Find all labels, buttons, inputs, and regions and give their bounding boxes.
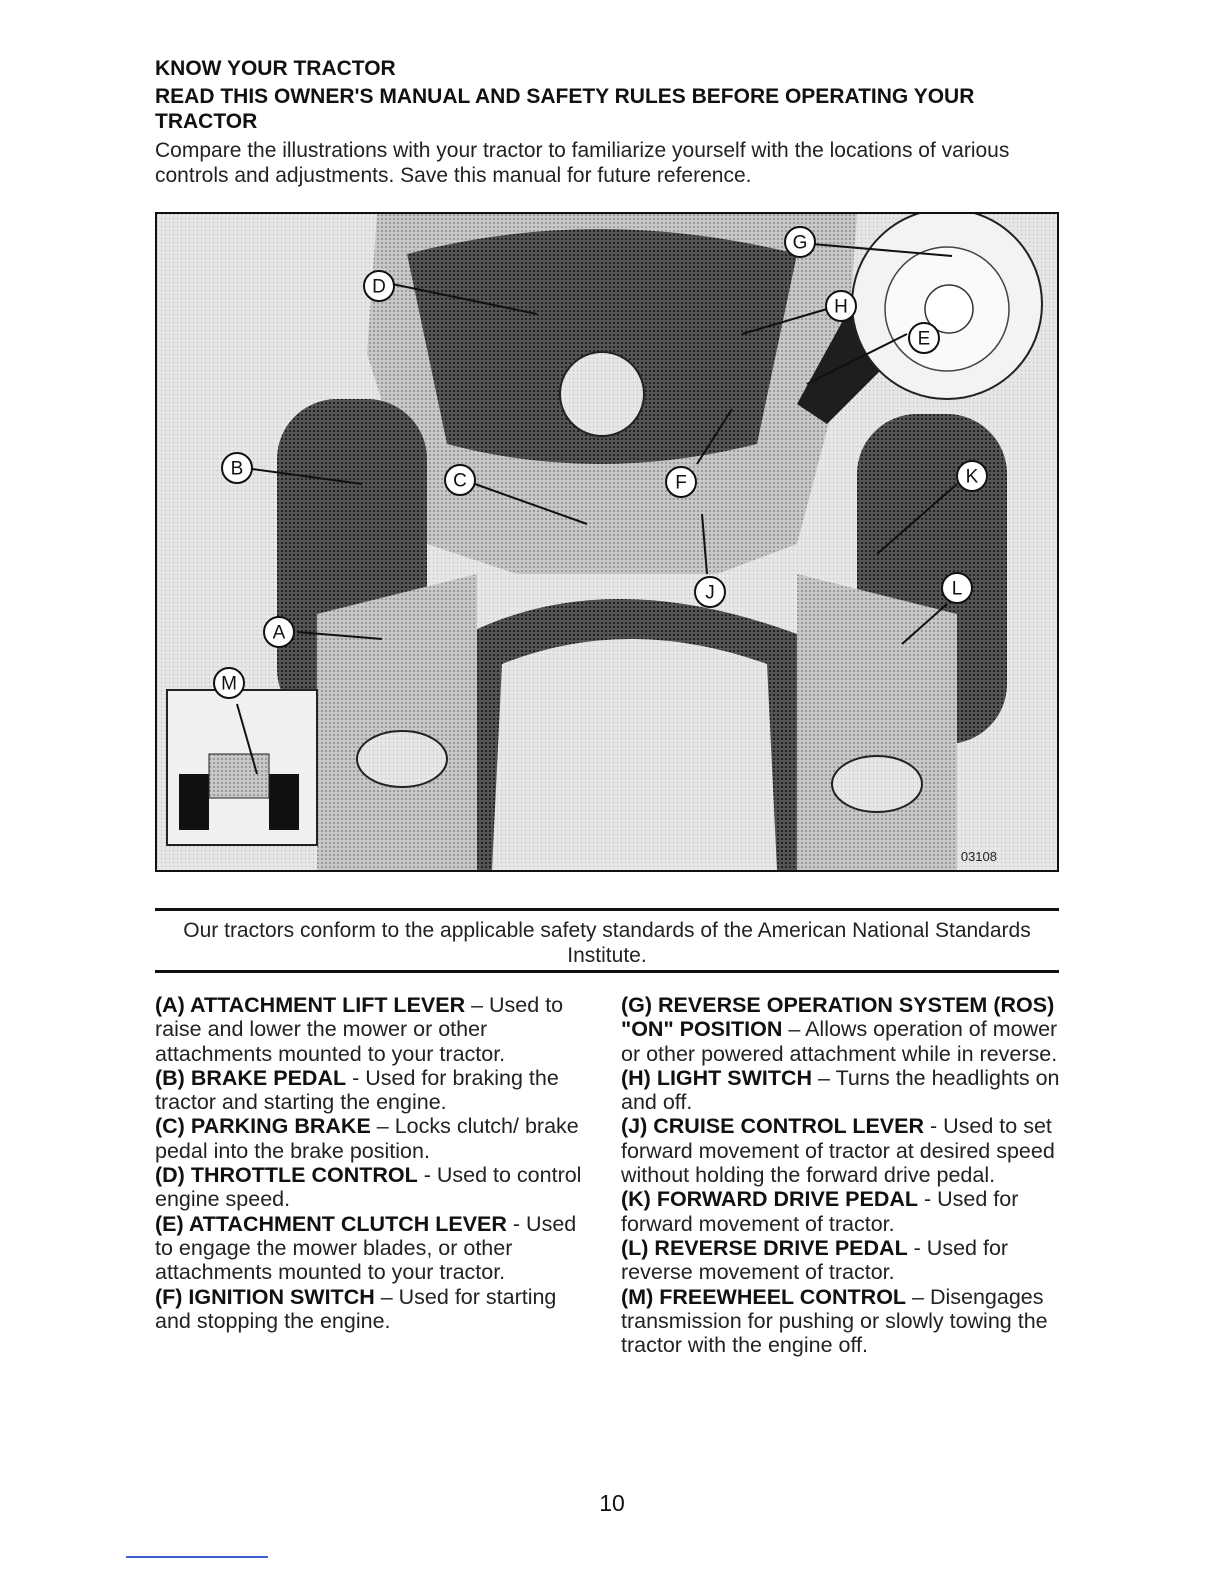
right-footrest [797,574,957,870]
svg-text:E: E [918,329,931,350]
control-description: - Used for braking the tractor and start… [155,1065,559,1115]
svg-text:K: K [966,467,979,488]
svg-text:F: F [675,473,687,494]
callout-e: E [908,322,940,354]
control-term: (J) CRUISE CONTROL LEVER [621,1114,925,1139]
control-term: (F) IGNITION SWITCH [155,1284,375,1309]
controls-right-column: (G) REVERSE OPERATION SYSTEM (ROS) "ON" … [621,993,1066,1357]
page-subtitle: READ THIS OWNER'S MANUAL AND SAFETY RULE… [155,85,975,133]
svg-text:G: G [793,233,808,254]
control-entry-m: (M) FREEWHEEL CONTROL – Disengages trans… [621,1285,1066,1358]
control-term: (E) ATTACHMENT CLUTCH LEVER [155,1211,507,1236]
dashboard [407,229,797,464]
freewheel-inset-left-wheel [179,774,209,830]
page-title: KNOW YOUR TRACTOR [155,57,396,80]
control-description: – Disengages transmission for pushing or… [621,1284,1048,1358]
control-description: – Used to raise and lower the mower or o… [155,993,564,1066]
control-entry-d: (D) THROTTLE CONTROL - Used to control e… [155,1163,595,1212]
leader-m [236,703,258,775]
svg-text:H: H [834,297,848,318]
control-entry-k: (K) FORWARD DRIVE PEDAL - Used for forwa… [621,1187,1066,1236]
svg-text:D: D [372,277,386,298]
leader-b [251,468,363,485]
control-term: (K) FORWARD DRIVE PEDAL [621,1187,919,1212]
control-entry-h: (H) LIGHT SWITCH – Turns the headlights … [621,1066,1066,1115]
control-term: (D) THROTTLE CONTROL [155,1163,418,1188]
control-description: – Allows operation of mower or other pow… [621,1017,1058,1066]
control-term: (G) REVERSE OPERATION SYSTEM (ROS) "ON" … [621,993,1055,1042]
figure-code: 03108 [960,849,997,864]
svg-text:C: C [453,471,467,492]
left-cup-holder [356,730,448,788]
callout-g: G [784,226,816,258]
callout-j: J [694,576,726,608]
intro-paragraph: Compare the illustrations with your trac… [155,139,1010,187]
standards-note: Our tractors conform to the applicable s… [183,919,1031,967]
control-description: - Used to engage the mower blades, or ot… [155,1211,577,1285]
callout-l: L [941,572,973,604]
leader-a [296,631,383,640]
callout-c: C [444,464,476,496]
leader-c [474,483,588,525]
svg-text:J: J [705,583,715,604]
footer-line [126,1556,268,1558]
page-number: 10 [599,1490,625,1516]
svg-text:A: A [273,623,286,644]
control-term: (M) FREEWHEEL CONTROL [621,1284,907,1309]
control-entry-e: (E) ATTACHMENT CLUTCH LEVER - Used to en… [155,1212,595,1285]
control-entry-c: (C) PARKING BRAKE – Locks clutch/ brake … [155,1114,595,1163]
leader-l [901,603,948,645]
control-term: (H) LIGHT SWITCH [621,1065,813,1090]
control-entry-f: (F) IGNITION SWITCH – Used for starting … [155,1285,595,1334]
freewheel-inset-body [208,753,270,799]
steering-hub [559,351,645,437]
svg-text:B: B [231,459,244,480]
control-term: (A) ATTACHMENT LIFT LEVER [155,993,466,1017]
control-entry-l: (L) REVERSE DRIVE PEDAL - Used for rever… [621,1236,1066,1285]
svg-text:L: L [952,579,963,600]
control-term: (B) BRAKE PEDAL [155,1065,347,1090]
left-footrest [317,574,477,870]
control-entry-b: (B) BRAKE PEDAL - Used for braking the t… [155,1066,595,1115]
callout-b: B [221,452,253,484]
leader-j [701,513,708,575]
control-term: (C) PARKING BRAKE [155,1114,371,1139]
control-term: (L) REVERSE DRIVE PEDAL [621,1235,908,1260]
control-description: – Turns the headlights on and off. [621,1065,1060,1115]
control-description: – Used for starting and stopping the eng… [155,1284,557,1333]
leader-e [806,333,908,385]
tractor-controls-figure: G D H E B C F K J L A M 03108 [155,212,1059,872]
controls-left-column: (A) ATTACHMENT LIFT LEVER – Used to rais… [155,993,595,1333]
callout-k: K [956,460,988,492]
right-cup-holder [831,755,923,813]
control-description: - Used for forward movement of tractor. [621,1187,1019,1236]
seat-cushion [492,639,777,870]
callout-h: H [825,290,857,322]
rule-top [155,908,1059,911]
leader-g [811,243,953,257]
callout-a: A [263,616,295,648]
callout-m: M [213,667,245,699]
leader-h [741,308,828,335]
control-entry-g: (G) REVERSE OPERATION SYSTEM (ROS) "ON" … [621,993,1066,1066]
callout-d: D [363,270,395,302]
control-description: – Locks clutch/ brake pedal into the bra… [155,1114,579,1163]
rule-bottom [155,970,1059,973]
control-entry-j: (J) CRUISE CONTROL LEVER - Used to set f… [621,1114,1066,1187]
freewheel-inset-right-wheel [269,774,299,830]
leader-f [696,408,733,465]
tractor-illustration: G D H E B C F K J L A M [157,214,1057,870]
control-description: - Used to control engine speed. [155,1163,582,1212]
svg-text:M: M [221,674,237,695]
control-entry-a: (A) ATTACHMENT LIFT LEVER – Used to rais… [155,993,595,1066]
callout-f: F [665,466,697,498]
leader-d [391,283,538,315]
leader-k [876,483,958,555]
control-description: - Used for reverse movement of tractor. [621,1235,1009,1285]
ignition-key-slot [924,284,974,334]
control-description: - Used to set forward movement of tracto… [621,1114,1055,1188]
